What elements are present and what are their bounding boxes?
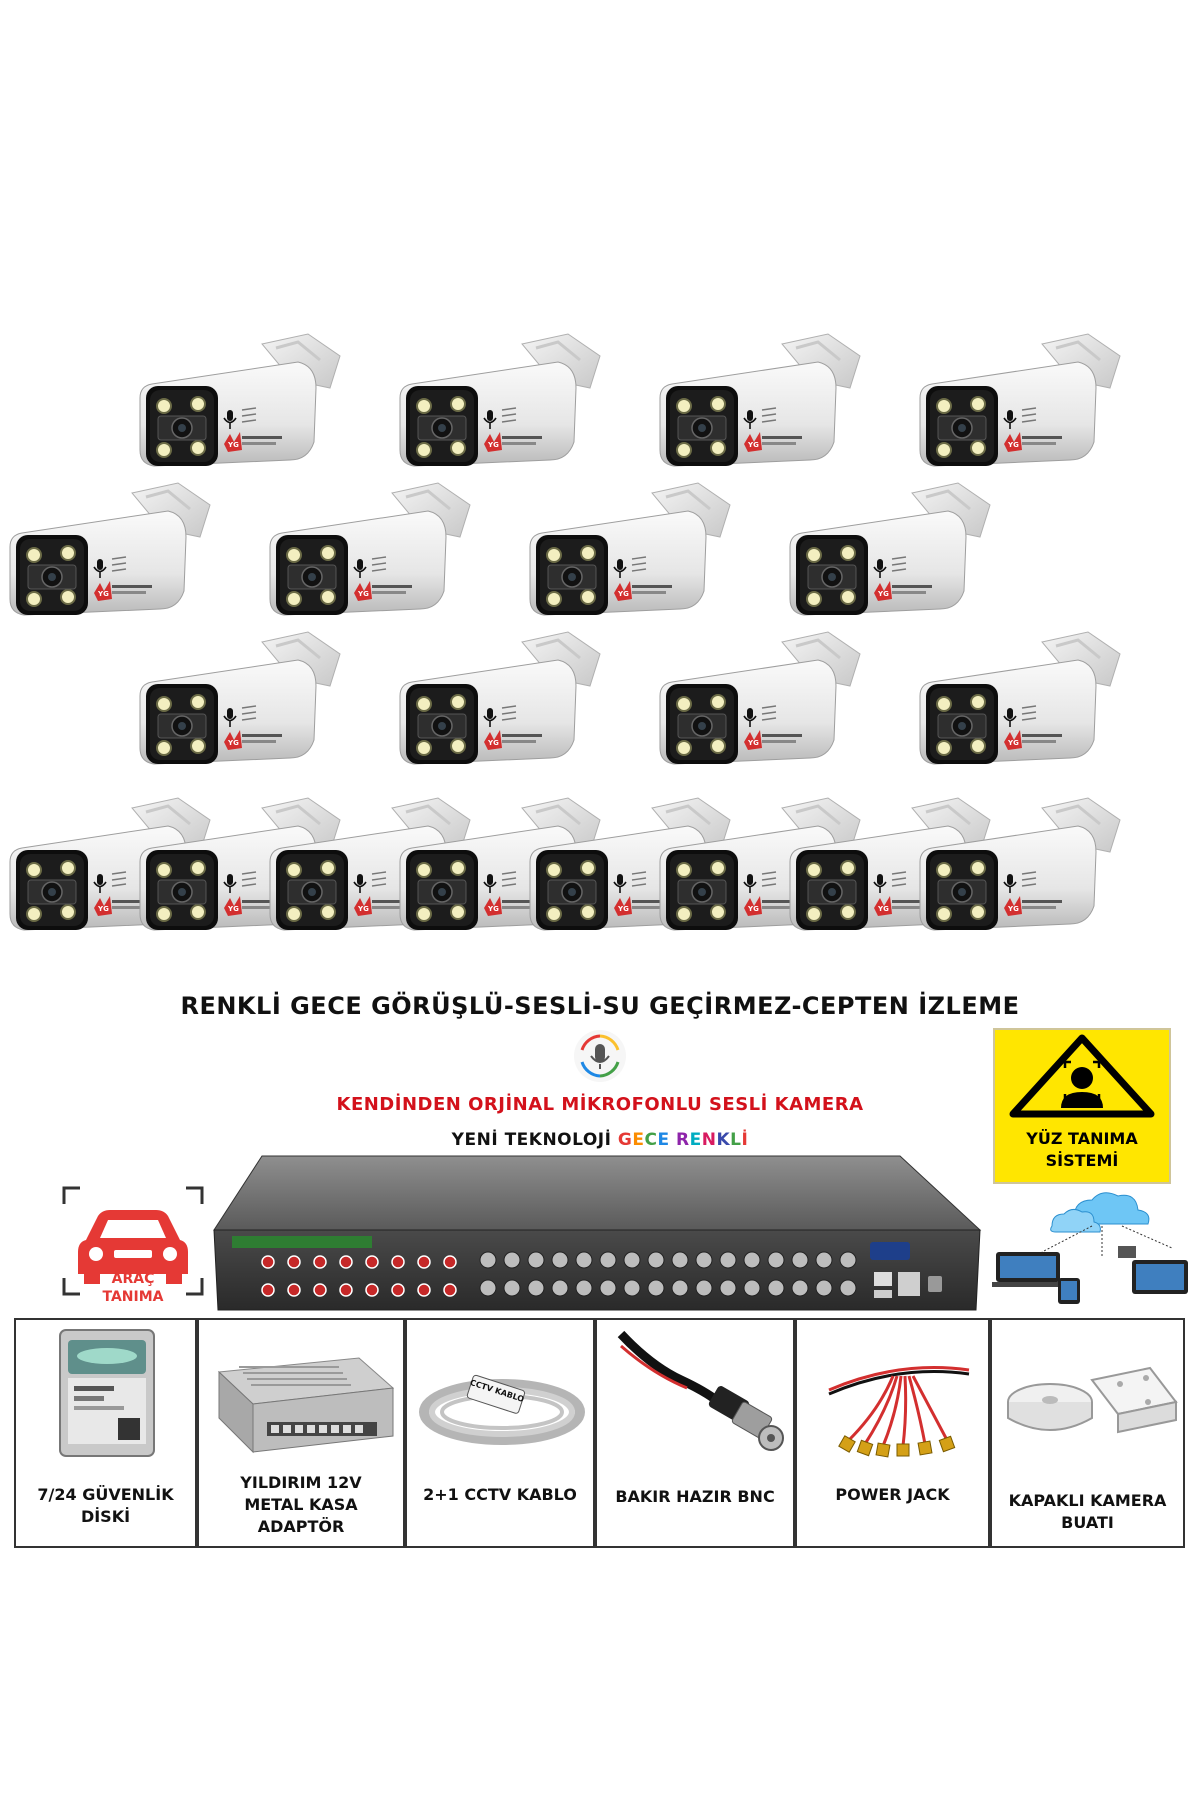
camera-3	[650, 326, 870, 486]
tech-line-prefix: YENİ TEKNOLOJİ	[451, 1130, 618, 1150]
tech-letter: E	[689, 1130, 702, 1150]
accessory-label-line: POWER JACK	[835, 1485, 950, 1504]
junction-box-icon	[1007, 1366, 1178, 1434]
tech-letter: İ	[741, 1130, 749, 1150]
accessory-label-line: BUATI	[1061, 1513, 1114, 1532]
camera-6	[260, 475, 480, 635]
vehicle-badge-line1: ARAÇ	[111, 1271, 155, 1287]
cloud-devices-icon	[992, 1192, 1188, 1304]
tech-letter: E	[632, 1130, 645, 1150]
hard-drive-icon	[59, 1329, 155, 1457]
accessory-label-line: ADAPTÖR	[257, 1517, 345, 1536]
accessory-label-line: KAPAKLI KAMERA	[1008, 1491, 1167, 1510]
car-scan-icon	[62, 1186, 204, 1296]
accessory-label-line: BAKIR HAZIR BNC	[615, 1487, 775, 1506]
tech-letter: K	[716, 1130, 731, 1150]
power-adapter-icon	[217, 1357, 395, 1454]
vehicle-recognition-badge: ARAÇ TANIMA	[58, 1182, 208, 1310]
accessory-tile: KAPAKLI KAMERA BUATI	[990, 1318, 1185, 1548]
camera-1	[130, 326, 350, 486]
power-jack-icon	[828, 1366, 970, 1458]
accessory-label-line: 7/24 GÜVENLİK	[37, 1485, 174, 1504]
camera-9	[130, 624, 350, 784]
subheadline: KENDİNDEN ORJİNAL MİKROFONLU SESLİ KAMER…	[336, 1094, 864, 1115]
camera-8	[780, 475, 1000, 635]
face-badge-line2: SİSTEMİ	[1045, 1151, 1119, 1170]
camera-12	[910, 624, 1130, 784]
accessory-label-line: DİSKİ	[80, 1507, 131, 1526]
accessory-tile: YILDIRIM 12V METAL KASA ADAPTÖR	[197, 1318, 405, 1548]
tech-line: YENİ TEKNOLOJİ GECE RENKLİ	[0, 1130, 1200, 1150]
camera-11	[650, 624, 870, 784]
vehicle-badge-line2: TANIMA	[102, 1289, 164, 1305]
camera-4	[910, 326, 1130, 486]
camera-20	[910, 790, 1130, 950]
accessory-tile: BAKIR HAZIR BNC	[595, 1318, 795, 1548]
camera-10	[390, 624, 610, 784]
dvr-recorder-image	[213, 1155, 982, 1311]
camera-5	[0, 475, 220, 635]
tech-letter: G	[617, 1130, 633, 1150]
camera-2	[390, 326, 610, 486]
face-badge-line1: YÜZ TANIMA	[1026, 1129, 1138, 1148]
face-scan-warning-icon	[1009, 1034, 1155, 1118]
tech-letter: E	[657, 1130, 670, 1150]
camera-7	[520, 475, 740, 635]
accessory-label-line: YILDIRIM 12V	[240, 1473, 362, 1492]
accessory-tile: 7/24 GÜVENLİK DİSKİ	[14, 1318, 197, 1548]
tech-letter: N	[701, 1130, 717, 1150]
microphone-icon	[574, 1030, 626, 1082]
accessory-tile: POWER JACK	[795, 1318, 990, 1548]
accessory-label-line: METAL KASA	[244, 1495, 358, 1514]
face-recognition-badge: YÜZ TANIMA SİSTEMİ	[993, 1028, 1171, 1184]
bnc-connector-icon	[617, 1330, 784, 1451]
accessory-label-line: 2+1 CCTV KABLO	[423, 1485, 577, 1504]
cable-coil-icon: CCTV KABLO	[419, 1374, 585, 1445]
headline: RENKLİ GECE GÖRÜŞLÜ-SESLİ-SU GEÇİRMEZ-CE…	[180, 992, 1020, 1020]
tech-letter: R	[676, 1130, 690, 1150]
accessory-tile: CCTV KABLO 2+1 CCTV KABLO	[405, 1318, 595, 1548]
tech-letter: C	[644, 1130, 658, 1150]
tech-letter: L	[730, 1130, 742, 1150]
